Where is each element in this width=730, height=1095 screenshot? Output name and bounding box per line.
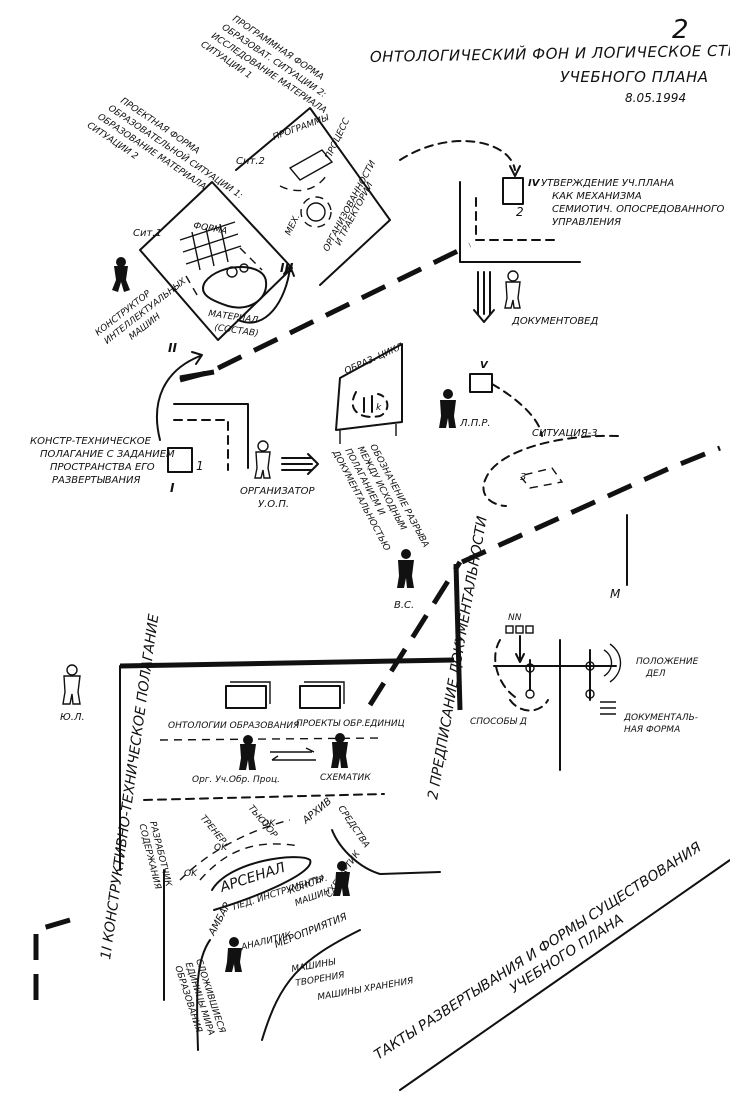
dokumentoved-figure [504, 270, 521, 309]
form-grid-icon [179, 221, 242, 271]
obraz-cikl-board: ОБРАЗ. ЦИКЛ k [335, 342, 405, 444]
proekty-label: ПРОЕКТЫ ОБР.ЕДИНИЦ [296, 719, 405, 729]
double-arrow-right [281, 453, 319, 475]
arsenal-loop [211, 856, 312, 911]
boundary-lower [367, 445, 721, 707]
org-figure [239, 735, 256, 770]
block-V: V [469, 360, 543, 437]
approval-block: IV 2 УТВЕРЖДЕНИЕ УЧ.ПЛАНА КАК МЕХАНИЗМА … [459, 177, 725, 263]
svg-text:1: 1 [196, 459, 204, 473]
svg-text:КАК МЕХАНИЗМА: КАК МЕХАНИЗМА [552, 191, 642, 202]
bottom-diagonal [399, 859, 730, 1091]
arkhiv-label: АРХИВ [300, 796, 334, 827]
yul-figure [62, 664, 81, 705]
documentality-diagram: NN ПОЛОЖЕНИЕ ДЕЛ СПОСОБЫ Д ДОКУМЕНТАЛЬ- … [470, 613, 699, 771]
svg-text:СЕМИОТИЧ. ОПОСРЕДОВАННОГО: СЕМИОТИЧ. ОПОСРЕДОВАННОГО [552, 204, 725, 215]
svg-text:ПРОСТРАНСТВА ЕГО: ПРОСТРАНСТВА ЕГО [50, 462, 155, 473]
ambar-label: АМБАР [206, 900, 233, 938]
organizator-figure [254, 440, 271, 479]
lpr-label: Л.П.Р. [459, 418, 491, 429]
ontologii-label: ОНТОЛОГИИ ОБРАЗОВАНИЯ [168, 721, 299, 731]
svg-text:УПРАВЛЕНИЯ: УПРАВЛЕНИЯ [552, 217, 621, 228]
svg-text:ОБРАЗ. ЦИКЛ: ОБРАЗ. ЦИКЛ [343, 342, 405, 377]
trener-label: ТРЕНЕР [198, 814, 228, 847]
lpr-figure [439, 389, 456, 428]
arrow-I-to-II [155, 355, 201, 441]
svg-text:КОНСТР-ТЕХНИЧЕСКОЕ: КОНСТР-ТЕХНИЧЕСКОЕ [30, 436, 152, 447]
takty-label: ТАКТЫ РАЗВЕРТЫВАНИЯ И ФОРМЫ СУЩЕСТВОВАНИ… [371, 839, 704, 1063]
svg-text:k: k [376, 403, 382, 413]
svg-text:OK: OK [214, 843, 228, 853]
skhematik-label: СХЕМАТИК [320, 773, 371, 783]
svg-text:NN: NN [508, 613, 522, 623]
svg-text:ПРОГРАММЫ: ПРОГРАММЫ [272, 113, 331, 143]
konstr-tech-label: КОНСТР-ТЕХНИЧЕСКОЕ ПОЛАГАНИЕ С ЗАДАНИЕМ … [30, 436, 175, 486]
boundary-left-lower [33, 917, 71, 1000]
konstruktor-label: КОНСТРУКТОР ИНТЕЛЛЕКТУАЛЬНЫХ МАШИН [94, 276, 189, 346]
material-blob [202, 266, 268, 309]
svg-text:IV: IV [528, 178, 541, 189]
svg-text:РАЗВЕРТЫВАНИЯ: РАЗВЕРТЫВАНИЯ [52, 475, 140, 486]
ontology-stack [225, 681, 271, 709]
analitik-figure [225, 937, 242, 972]
vs-label: В.С. [394, 600, 414, 611]
down-arrow [473, 271, 495, 323]
slozh-label: СЛОЖИВШИЕСЯ ЕДИНИЦЫ МИРА ОБРАЗОВАНИЯ [172, 958, 226, 1037]
svg-text:2: 2 [516, 205, 524, 219]
svg-text:OK: OK [184, 869, 198, 879]
org-uch-label: Орг. Уч.Обр. Проц. [192, 775, 280, 785]
roman-II: II [168, 341, 177, 355]
gap-note: ОБОЗНАЧЕНИЕ РАЗРЫВА МЕЖДУ ИСХОДНЫМ ПОЛАГ… [329, 443, 430, 553]
title-line-1: ОНТОЛОГИЧЕСКИЙ ФОН И ЛОГИЧЕСКОЕ СТРОЕНИЕ [370, 40, 730, 66]
predpisanie-label: 2 ПРЕДПИСАНИЕ ДОКУМЕНТАЛЬНОСТИ [425, 515, 491, 801]
arsenal-figure [333, 861, 350, 896]
situation-2-board: Сит.2 ПРОГРАММЫ ПРОЦЕСС МЕХ. ОРГАНИЗОВАН… [235, 107, 391, 286]
svg-text:ПОЛОЖЕНИЕ: ПОЛОЖЕНИЕ [636, 657, 699, 667]
roman-III: III [280, 261, 294, 275]
projects-stack [299, 681, 345, 709]
yul-label: Ю.Л. [60, 712, 85, 723]
left-wall [119, 657, 455, 669]
organizator-label-1: ОРГАНИЗАТОР [240, 486, 316, 497]
title-line-2: УЧЕБНОГО ПЛАНА [560, 68, 709, 86]
page-number: 2 [672, 15, 689, 45]
situation-3-label: СИТУАЦИЯ-3 [532, 428, 598, 439]
svg-text:OK: OK [262, 819, 276, 829]
svg-text:Сит.1: Сит.1 [133, 228, 162, 239]
svg-text:ДОКУМЕНТАЛЬ-: ДОКУМЕНТАЛЬ- [623, 713, 698, 723]
date: 8.05.1994 [625, 91, 686, 105]
konstruktor-figure [112, 257, 130, 292]
mashiny-tvor-2: ТВОРЕНИЯ [295, 970, 346, 988]
program-form-note: ПРОГРАММНАЯ ФОРМА ОБРАЗОВАТ. СИТУАЦИИ 2:… [199, 14, 328, 116]
svg-text:Сит.2: Сит.2 [236, 156, 265, 167]
block-I: 1 I [167, 403, 249, 495]
vs-figure [397, 549, 414, 588]
svg-text:СПОСОБЫ Д: СПОСОБЫ Д [470, 717, 527, 727]
svg-text:V: V [480, 360, 489, 371]
svg-text:ПОЛАГАНИЕ С ЗАДАНИЕМ: ПОЛАГАНИЕ С ЗАДАНИЕМ [40, 449, 175, 460]
situation-3-arc [482, 434, 619, 507]
svg-text:I: I [170, 481, 175, 495]
svg-text:УТВЕРЖДЕНИЕ УЧ.ПЛАНА: УТВЕРЖДЕНИЕ УЧ.ПЛАНА [541, 178, 674, 189]
dokumentoved-label: ДОКУМЕНТОВЕД [511, 316, 599, 327]
razrabotchik-label: РАЗРАБОТЧИК СОДЕРЖАНИЯ [136, 820, 173, 890]
svg-text:НАЯ ФОРМА: НАЯ ФОРМА [624, 725, 680, 735]
organizator-label-2: У.О.П. [258, 499, 289, 510]
skhematik-figure [331, 733, 348, 768]
meropriyatiya-label: МЕРОПРИЯТИЯ [273, 912, 349, 951]
sredstva-label: СРЕДСТВА [336, 804, 371, 850]
svg-text:3: 3 [520, 472, 526, 483]
svg-text:МЕХ.: МЕХ. [284, 213, 303, 238]
svg-text:ДЕЛ: ДЕЛ [645, 669, 666, 679]
project-form-note: ПРОЕКТНАЯ ФОРМА ОБРАЗОВАТЕЛЬНОЙ СИТУАЦИИ… [85, 96, 245, 201]
m-marker: М [610, 587, 621, 601]
arrow-to-approval [399, 140, 516, 171]
